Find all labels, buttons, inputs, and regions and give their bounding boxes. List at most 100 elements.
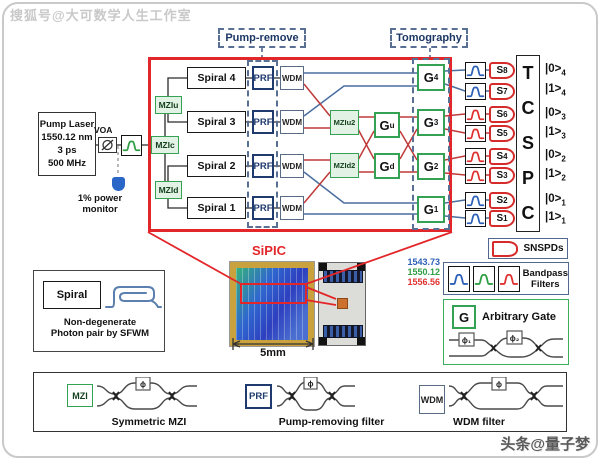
prf-legend-circuit: ϕ bbox=[276, 377, 355, 411]
snspd-legend: SNSPDs bbox=[488, 238, 568, 259]
power-monitor-label: 1% power monitor bbox=[77, 193, 123, 215]
prf-4: PRF bbox=[252, 66, 274, 90]
ket-0-1: |0>1 bbox=[545, 193, 566, 208]
gate-legend-label: Arbitrary Gate bbox=[482, 311, 556, 323]
mzi-legend-label: Symmetric MZI bbox=[111, 416, 187, 428]
bandpass-filter-s4-icon bbox=[465, 148, 486, 165]
ket-1-2: |1>2 bbox=[545, 168, 566, 183]
ket-0-3: |0>3 bbox=[545, 107, 566, 122]
spiral-3-box: Spiral 3 bbox=[187, 111, 246, 133]
prf-legend-box: PRF bbox=[245, 384, 272, 409]
voa-label: VOA bbox=[94, 125, 113, 135]
watermark-top: 搜狐号@大可数学人生工作室 bbox=[10, 8, 192, 23]
wdm-4: WDM bbox=[280, 66, 304, 90]
gate-legend-icon: G bbox=[452, 305, 476, 329]
ket-1-1: |1>1 bbox=[545, 211, 566, 226]
tomography-header: Tomography bbox=[390, 28, 468, 48]
ket-0-4: |0>4 bbox=[545, 63, 566, 78]
component-legend: MZI ϕ Symmetric MZI PRF ϕ Pump-removing … bbox=[33, 372, 567, 432]
svg-text:ϕ: ϕ bbox=[308, 380, 314, 389]
mzic-splitter: MZIc bbox=[151, 136, 179, 154]
watermark-bottom: 头条@量子梦 bbox=[500, 436, 590, 453]
tcspc-unit: T C S P C bbox=[516, 55, 540, 232]
prf-3: PRF bbox=[252, 110, 274, 134]
wavelength-idler: 1556.56 bbox=[407, 277, 440, 287]
svg-text:ϕ: ϕ bbox=[496, 380, 502, 389]
fiber-array-bottom bbox=[323, 325, 363, 338]
wdm-legend-box: WDM bbox=[419, 385, 445, 414]
spiral-4-box: Spiral 4 bbox=[187, 67, 246, 89]
mziu2-combiner: MZIu2 bbox=[330, 110, 359, 135]
prf-2: PRF bbox=[252, 154, 274, 178]
wdm-legend-circuit: ϕ bbox=[448, 377, 563, 410]
pump-remove-header: Pump-remove bbox=[218, 28, 306, 48]
bandpass-filter-s7-icon bbox=[465, 83, 486, 100]
bandpass-filter-s1-icon bbox=[465, 210, 486, 227]
arbitrary-gate-legend: G Arbitrary Gate ϕ₁ ϕ₂ bbox=[443, 299, 569, 365]
bandpass-filter-s8-icon bbox=[465, 62, 486, 79]
tomography-column bbox=[412, 58, 450, 230]
wdm-3: WDM bbox=[280, 110, 304, 134]
ket-0-2: |0>2 bbox=[545, 149, 566, 164]
spiral-waveguide-icon bbox=[105, 286, 162, 308]
bandpass-legend: Bandpass Filters bbox=[443, 262, 569, 295]
spiral-legend-caption: Non-degenerate Photon pair by SFWM bbox=[50, 317, 150, 339]
svg-text:ϕ: ϕ bbox=[140, 380, 146, 389]
snspd-legend-icon bbox=[492, 240, 519, 257]
snspd-legend-label: SNSPDs bbox=[523, 243, 564, 254]
power-monitor-photodiode-icon bbox=[112, 177, 125, 191]
mziu-splitter: MZIu bbox=[155, 96, 182, 114]
prf-legend-label: Pump-removing filter bbox=[278, 416, 385, 428]
mzid2-combiner: MZId2 bbox=[330, 153, 359, 178]
sipic-boundary bbox=[148, 57, 452, 232]
bandpass-filter-s6-icon bbox=[465, 106, 486, 123]
packaged-die bbox=[337, 298, 348, 309]
bandpass-filter-s2-icon bbox=[465, 192, 486, 209]
ket-1-3: |1>3 bbox=[545, 126, 566, 141]
svg-text:ϕ₁: ϕ₁ bbox=[462, 336, 472, 345]
pump-laser-box: Pump Laser 1550.12 nm 3 ps 500 MHz bbox=[38, 112, 96, 176]
spiral-1-box: Spiral 1 bbox=[187, 197, 246, 219]
sipic-label: SiPIC bbox=[252, 243, 286, 258]
wdm-1: WDM bbox=[280, 196, 304, 220]
wavelength-pump: 1550.12 bbox=[407, 267, 440, 277]
ket-1-4: |1>4 bbox=[545, 83, 566, 98]
prf-1: PRF bbox=[252, 196, 274, 220]
bandpass-filter-s5-icon bbox=[465, 125, 486, 142]
bandpass-legend-blue-icon bbox=[448, 265, 470, 292]
gate-circuit-glyph: ϕ₁ ϕ₂ bbox=[449, 330, 563, 358]
wdm-2: WDM bbox=[280, 154, 304, 178]
bandpass-legend-green-icon bbox=[472, 265, 495, 292]
pump-remove-column bbox=[247, 60, 278, 228]
mzid-splitter: MZId bbox=[155, 181, 182, 199]
scale-bar-label: 5mm bbox=[260, 347, 286, 359]
pump-bandpass-filter-icon bbox=[121, 135, 142, 156]
bandpass-legend-red-icon bbox=[497, 265, 520, 292]
spiral-legend: Spiral Non-degenerate Photon pair by SFW… bbox=[33, 270, 165, 352]
mzi-legend-circuit: ϕ bbox=[96, 377, 197, 410]
bandpass-filter-s3-icon bbox=[465, 167, 486, 184]
spiral-2-box: Spiral 2 bbox=[187, 155, 246, 177]
bandpass-legend-label: Bandpass Filters bbox=[522, 267, 568, 290]
svg-text:ϕ₂: ϕ₂ bbox=[510, 334, 520, 343]
voa-attenuator-icon bbox=[98, 137, 117, 153]
mzi-legend-box: MZI bbox=[67, 384, 93, 407]
wdm-legend-label: WDM filter bbox=[453, 416, 505, 428]
wavelength-signal: 1543.73 bbox=[407, 257, 440, 267]
spiral-legend-box: Spiral bbox=[43, 281, 101, 309]
